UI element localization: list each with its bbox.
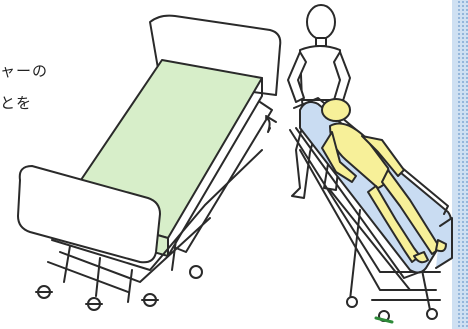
hospital-bed	[18, 16, 280, 310]
patient-head	[322, 99, 350, 121]
stretcher	[290, 98, 452, 322]
caregiver-neck	[316, 38, 326, 46]
bed-wheel	[190, 266, 202, 278]
caregiver-head	[307, 5, 335, 39]
stretcher-wheel	[427, 309, 437, 319]
stretcher-pedal	[376, 318, 392, 322]
stretcher-wheel	[347, 297, 357, 307]
